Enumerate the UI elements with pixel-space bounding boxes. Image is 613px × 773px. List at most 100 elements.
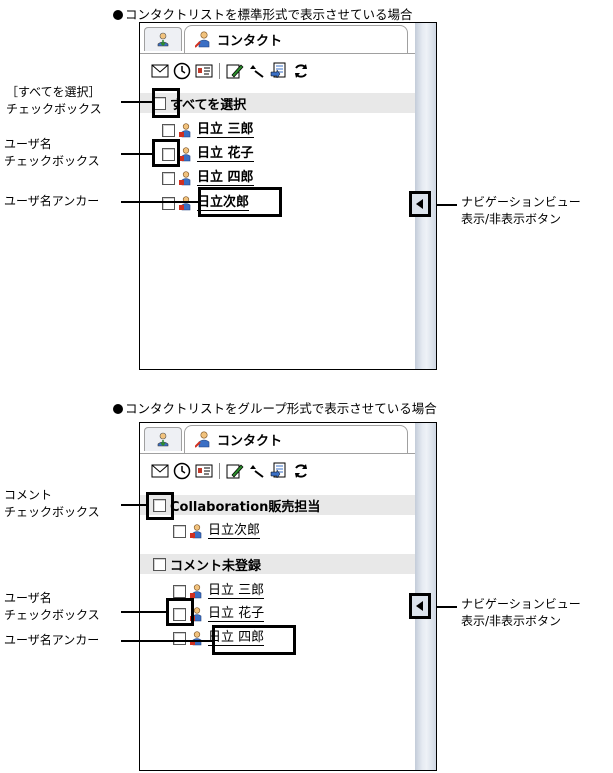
refresh-button[interactable] <box>291 62 311 80</box>
highlight-user-anchor <box>198 187 282 217</box>
leader-line <box>121 640 212 642</box>
clock-icon <box>173 462 191 480</box>
card-icon <box>195 64 213 78</box>
callout-select-all: ［すべてを選択］ チェックボックス <box>6 85 102 116</box>
callout-nav-button: ナビゲーションビュー 表示/非表示ボタン <box>461 195 581 226</box>
navigation-view-toggle-button[interactable] <box>409 593 431 619</box>
export-button[interactable] <box>269 462 289 480</box>
leader-line <box>121 101 152 103</box>
contact-list-panel-standard: コンタクト すべてを選択 日立 三郎 日立 花子 <box>139 22 437 370</box>
user-checkbox[interactable] <box>162 196 175 210</box>
mail-button[interactable] <box>150 462 170 480</box>
sort-button[interactable] <box>247 462 267 480</box>
refresh-icon <box>295 464 307 478</box>
user-icon <box>179 195 191 210</box>
callout-user-checkbox: ユーザ名 チェックボックス <box>4 591 100 622</box>
card-icon <box>195 464 213 478</box>
section1-caption: コンタクトリストを標準形式で表示させている場合 <box>113 4 413 23</box>
leader-line <box>121 201 198 203</box>
leader-line <box>121 153 152 155</box>
user-checkbox[interactable] <box>173 631 186 645</box>
clock-icon <box>173 62 191 80</box>
leader-line <box>121 611 166 613</box>
sort-button[interactable] <box>247 62 267 80</box>
tab-contact[interactable]: コンタクト <box>184 425 408 453</box>
sort-icon <box>250 65 264 78</box>
edit-button[interactable] <box>225 62 245 80</box>
export-icon <box>270 62 286 79</box>
bullet-icon <box>113 404 123 414</box>
user-icon <box>179 122 191 137</box>
leader-line <box>437 606 457 608</box>
user-checkbox[interactable] <box>173 524 186 538</box>
sort-icon <box>250 465 264 478</box>
highlight-comment-checkbox <box>146 492 174 520</box>
group-label: Collaboration販売担当 <box>170 499 321 515</box>
section2-caption: コンタクトリストをグループ形式で表示させている場合 <box>113 398 437 417</box>
refresh-icon <box>295 64 307 78</box>
user-icon <box>179 170 191 185</box>
comment-checkbox[interactable] <box>153 498 166 512</box>
user-checkbox[interactable] <box>162 147 175 161</box>
schedule-button[interactable] <box>172 62 192 80</box>
user-row: 日立 花子 <box>162 144 254 164</box>
mail-button[interactable] <box>150 62 170 80</box>
edit-icon <box>226 64 244 79</box>
highlight-user-checkbox <box>166 598 194 626</box>
tab-home[interactable] <box>144 27 182 51</box>
card-button[interactable] <box>194 62 214 80</box>
user-row: 日立次郎 <box>162 193 250 213</box>
user-icon <box>190 583 202 598</box>
highlight-user-anchor <box>212 625 296 655</box>
callout-user-checkbox: ユーザ名 チェックボックス <box>4 137 100 168</box>
user-name-anchor[interactable]: 日立次郎 <box>208 522 261 539</box>
tab-divider <box>140 453 416 454</box>
navigation-view-toggle-button[interactable] <box>409 191 431 217</box>
triangle-left-icon <box>416 601 423 611</box>
toolbar-separator <box>219 63 220 79</box>
edit-button[interactable] <box>225 462 245 480</box>
person-up-icon <box>157 431 169 447</box>
card-button[interactable] <box>194 462 214 480</box>
tab-home[interactable] <box>144 427 182 451</box>
toolbar <box>150 461 311 481</box>
user-checkbox[interactable] <box>162 123 175 137</box>
user-name-anchor[interactable]: 日立次郎 <box>197 194 250 211</box>
leader-line <box>121 504 146 506</box>
user-icon <box>190 630 202 645</box>
panel-content: コンタクト すべてを選択 日立 三郎 日立 花子 <box>140 23 416 369</box>
user-name-anchor[interactable]: 日立 三郎 <box>197 121 254 138</box>
user-row: 日立 三郎 <box>173 581 265 601</box>
refresh-button[interactable] <box>291 462 311 480</box>
mail-icon <box>151 64 169 78</box>
highlight-select-all-checkbox <box>152 88 180 118</box>
user-checkbox[interactable] <box>173 607 186 621</box>
callout-comment-checkbox: コメント チェックボックス <box>4 488 100 519</box>
user-name-anchor[interactable]: 日立 三郎 <box>208 582 265 599</box>
person-up-icon <box>157 31 169 47</box>
user-name-anchor[interactable]: 日立 花子 <box>208 605 265 622</box>
comment-checkbox[interactable] <box>153 557 166 571</box>
export-icon <box>270 462 286 479</box>
schedule-button[interactable] <box>172 462 192 480</box>
panel-content: コンタクト Collaboration販売担当 日立次郎 コメント未登録 <box>140 423 416 770</box>
user-row: 日立 三郎 <box>162 120 254 140</box>
user-name-anchor[interactable]: 日立 四郎 <box>208 629 265 646</box>
user-row: 日立 四郎 <box>162 168 254 188</box>
tab-contact-label: コンタクト <box>217 34 283 49</box>
highlight-user-checkbox <box>152 139 180 167</box>
user-name-anchor[interactable]: 日立 花子 <box>197 145 254 162</box>
export-button[interactable] <box>269 62 289 80</box>
user-checkbox[interactable] <box>162 171 175 185</box>
user-icon <box>190 523 202 538</box>
contact-person-icon <box>195 31 210 48</box>
user-checkbox[interactable] <box>173 584 186 598</box>
bullet-icon <box>113 10 123 20</box>
group-row: コメント未登録 <box>140 554 416 574</box>
user-name-anchor[interactable]: 日立 四郎 <box>197 169 254 186</box>
tab-divider <box>140 53 416 54</box>
contact-list-panel-group: コンタクト Collaboration販売担当 日立次郎 コメント未登録 <box>139 422 437 771</box>
callout-nav-button: ナビゲーションビュー 表示/非表示ボタン <box>461 597 581 628</box>
tab-contact[interactable]: コンタクト <box>184 25 408 53</box>
edit-icon <box>226 464 244 479</box>
